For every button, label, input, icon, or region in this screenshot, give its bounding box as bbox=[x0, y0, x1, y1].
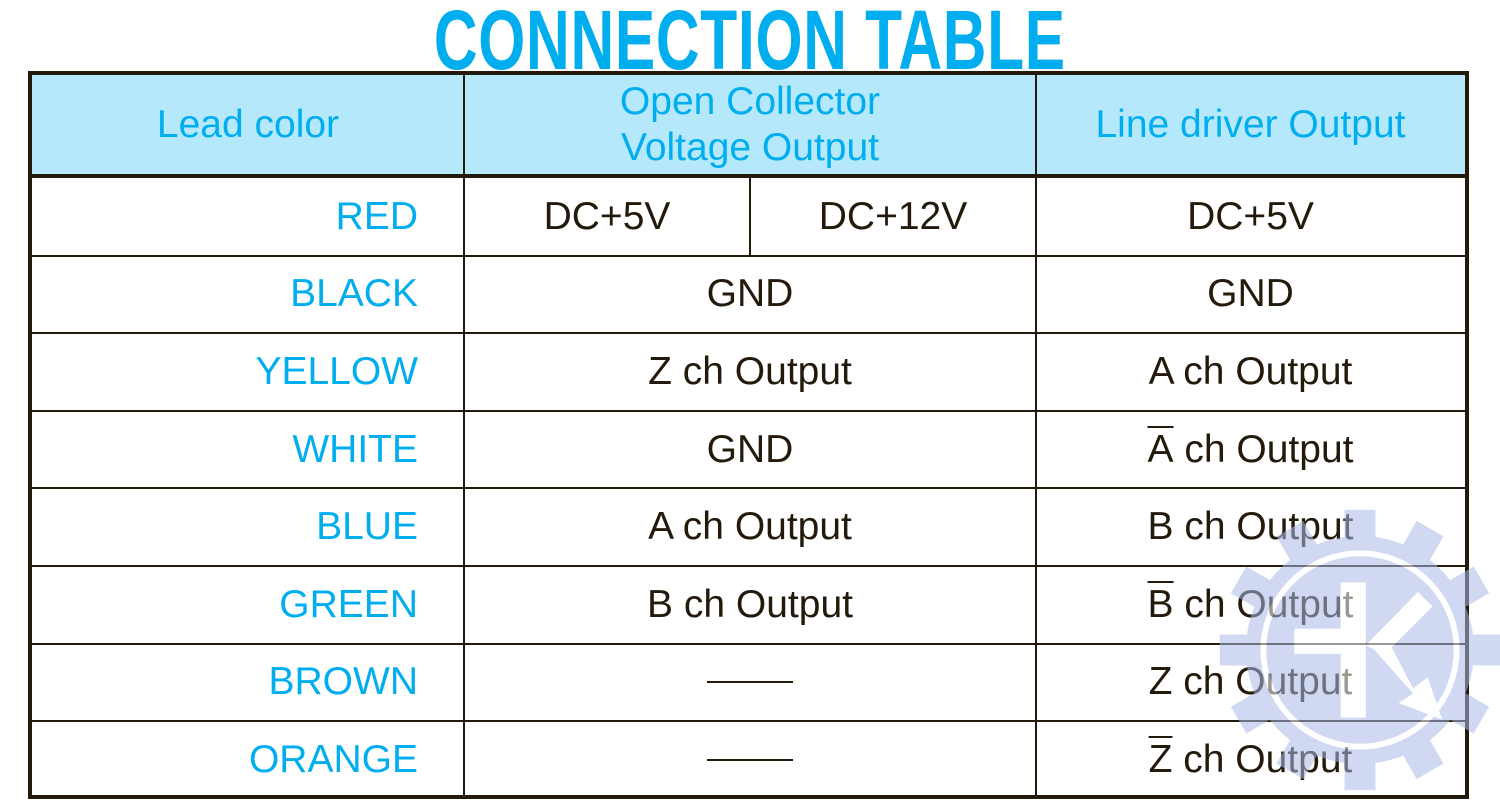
open-collector-cell: GND bbox=[706, 427, 794, 471]
table-divider bbox=[32, 642, 1465, 645]
table-divider bbox=[463, 75, 465, 795]
line-driver-text: DC+5V bbox=[1187, 194, 1314, 238]
line-driver-cell: GND bbox=[1036, 256, 1465, 334]
oc-5v-cell: DC+5V bbox=[543, 194, 671, 238]
header-line-driver: Line driver Output bbox=[1036, 75, 1465, 174]
line-driver-cell: B ch Output bbox=[1036, 488, 1465, 566]
open-collector-cell: GND bbox=[706, 272, 794, 316]
lead-color-yellow: YELLOW bbox=[255, 349, 418, 393]
line-driver-cell: A ch Output bbox=[1036, 411, 1465, 489]
line-driver-cell: Z ch Output bbox=[1036, 721, 1465, 799]
header-open-collector: Open Collector Voltage Output bbox=[464, 75, 1036, 174]
lead-color-black: BLACK bbox=[290, 272, 418, 316]
table-divider bbox=[1035, 75, 1037, 795]
line-driver-text: B ch Output bbox=[1147, 505, 1354, 549]
table-divider bbox=[749, 178, 751, 256]
table-divider bbox=[32, 409, 1465, 412]
lead-color-red: RED bbox=[335, 194, 418, 238]
line-driver-text: Z ch Output bbox=[1148, 660, 1353, 704]
open-collector-cell bbox=[464, 721, 1036, 799]
line-driver-cell: DC+5V bbox=[1036, 178, 1465, 256]
line-driver-cell: Z ch Output bbox=[1036, 644, 1465, 722]
line-driver-cell: B ch Output bbox=[1036, 566, 1465, 644]
line-driver-text: A ch Output bbox=[1148, 349, 1353, 393]
table-divider bbox=[32, 720, 1465, 723]
lead-color-brown: BROWN bbox=[268, 660, 419, 704]
lead-color-green: GREEN bbox=[279, 582, 418, 626]
open-collector-cell bbox=[464, 644, 1036, 722]
oc-12v-cell: DC+12V bbox=[818, 194, 968, 238]
open-collector-cell: B ch Output bbox=[647, 582, 853, 626]
lead-color-orange: ORANGE bbox=[248, 737, 418, 781]
line-driver-text: ch Output bbox=[1172, 737, 1353, 781]
inverted-channel-letter: B bbox=[1147, 582, 1174, 626]
lead-color-white: WHITE bbox=[292, 427, 418, 471]
table-divider bbox=[32, 254, 1465, 257]
header-lead-color: Lead color bbox=[32, 75, 464, 174]
lead-color-blue: BLUE bbox=[316, 505, 418, 549]
line-driver-text: ch Output bbox=[1173, 427, 1354, 471]
line-driver-text: GND bbox=[1207, 272, 1294, 316]
table-divider bbox=[32, 565, 1465, 567]
line-driver-cell: A ch Output bbox=[1036, 333, 1465, 411]
line-driver-text: ch Output bbox=[1173, 582, 1354, 626]
open-collector-cell: A ch Output bbox=[648, 505, 852, 549]
not-connected-dash bbox=[707, 758, 793, 761]
table-divider bbox=[32, 487, 1465, 490]
table-divider bbox=[32, 332, 1465, 335]
table-divider bbox=[32, 174, 1465, 178]
not-connected-dash bbox=[707, 681, 793, 684]
inverted-channel-letter: A bbox=[1147, 427, 1174, 471]
open-collector-cell: Z ch Output bbox=[648, 349, 852, 393]
inverted-channel-letter: Z bbox=[1148, 737, 1173, 781]
